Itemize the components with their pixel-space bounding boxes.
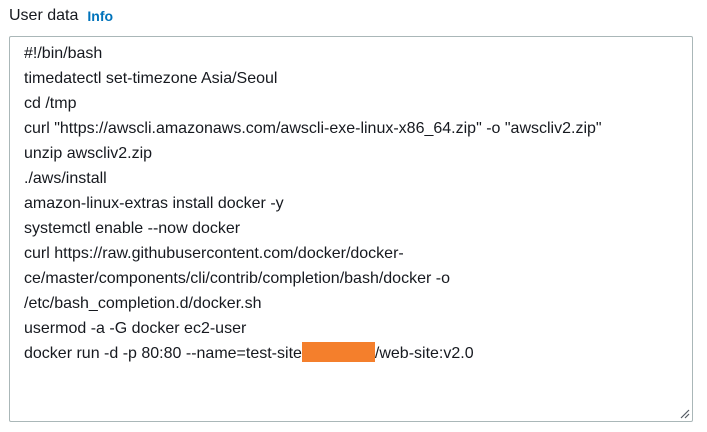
code-line: curl https://raw.githubusercontent.com/d… — [24, 245, 404, 262]
docker-run-command-prefix: docker run -d -p 80:80 --name=test-site — [24, 345, 302, 362]
code-line: ./aws/install — [24, 170, 107, 187]
code-line: cd /tmp — [24, 95, 77, 112]
code-line-docker-run: docker run -d -p 80:80 --name=test-site /… — [24, 341, 682, 366]
redaction-block — [301, 342, 375, 362]
code-line: ce/master/components/cli/contrib/complet… — [24, 270, 450, 287]
user-data-field-header: User data Info — [9, 5, 113, 27]
code-line: unzip awscliv2.zip — [24, 145, 153, 162]
info-link[interactable]: Info — [87, 8, 114, 24]
code-line: systemctl enable --now docker — [24, 220, 241, 237]
resize-grip-icon[interactable] — [678, 407, 690, 419]
user-data-content[interactable]: #!/bin/bash timedatectl set-timezone Asi… — [24, 41, 682, 366]
code-line: /etc/bash_completion.d/docker.sh — [24, 295, 262, 312]
code-line: curl "https://awscli.amazonaws.com/awscl… — [24, 120, 602, 137]
code-line: #!/bin/bash — [24, 45, 103, 62]
code-line: usermod -a -G docker ec2-user — [24, 320, 247, 337]
docker-run-command-suffix: /web-site:v2.0 — [374, 345, 474, 362]
code-line: amazon-linux-extras install docker -y — [24, 195, 284, 212]
user-data-textarea[interactable]: #!/bin/bash timedatectl set-timezone Asi… — [9, 36, 693, 422]
user-data-label: User data — [9, 7, 79, 24]
code-line: timedatectl set-timezone Asia/Seoul — [24, 70, 278, 87]
